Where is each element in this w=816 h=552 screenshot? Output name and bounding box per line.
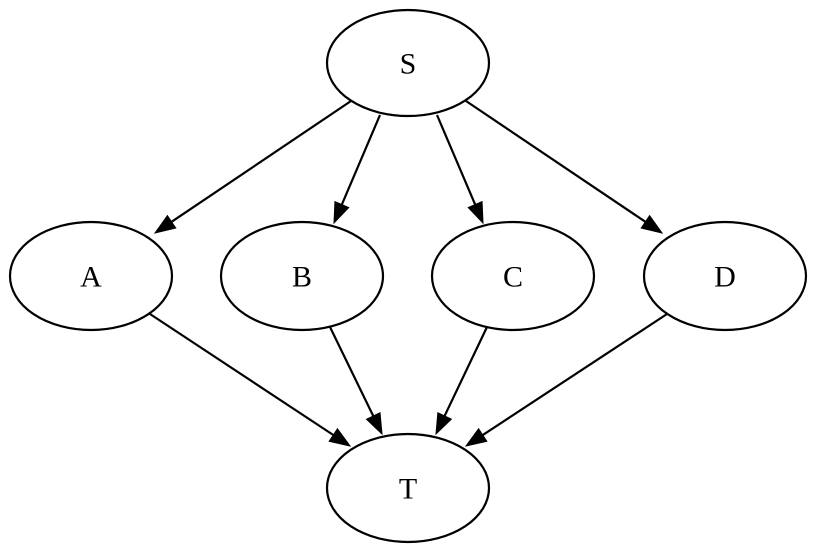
node-label: T xyxy=(399,473,417,506)
node-label: A xyxy=(80,261,102,294)
graph-node-a[interactable]: A xyxy=(8,220,174,332)
graph-node-d[interactable]: D xyxy=(642,220,808,332)
arrowhead-icon xyxy=(435,411,453,436)
node-label: C xyxy=(503,261,523,294)
node-ellipse[interactable] xyxy=(325,8,491,118)
graph-node-t[interactable]: T xyxy=(325,432,491,544)
edge-s-a xyxy=(153,100,352,234)
node-ellipse[interactable] xyxy=(325,432,491,544)
arrowhead-icon xyxy=(640,214,664,234)
edges-layer xyxy=(149,100,668,447)
node-ellipse[interactable] xyxy=(219,220,385,332)
node-label: B xyxy=(292,261,312,294)
edge-b-t xyxy=(329,326,383,436)
graph-node-c[interactable]: C xyxy=(430,220,596,332)
node-ellipse[interactable] xyxy=(642,220,808,332)
arrowhead-icon xyxy=(467,200,484,225)
node-ellipse[interactable] xyxy=(430,220,596,332)
edge-s-b xyxy=(333,114,382,225)
node-label: D xyxy=(714,261,736,294)
edge-s-d xyxy=(465,100,664,234)
arrowhead-icon xyxy=(365,411,383,436)
nodes-layer: S A B C D T xyxy=(8,8,808,544)
graph-node-s[interactable]: S xyxy=(325,8,491,118)
arrowhead-icon xyxy=(328,427,352,447)
edge-d-t xyxy=(464,313,668,447)
edge-s-c xyxy=(435,114,484,225)
edge-a-t xyxy=(149,313,352,447)
edge-c-t xyxy=(435,326,488,436)
arrowhead-icon xyxy=(464,427,488,447)
arrowhead-icon xyxy=(153,214,177,234)
arrowhead-icon xyxy=(333,200,350,225)
node-ellipse[interactable] xyxy=(8,220,174,332)
graph-node-b[interactable]: B xyxy=(219,220,385,332)
node-label: S xyxy=(400,48,417,81)
